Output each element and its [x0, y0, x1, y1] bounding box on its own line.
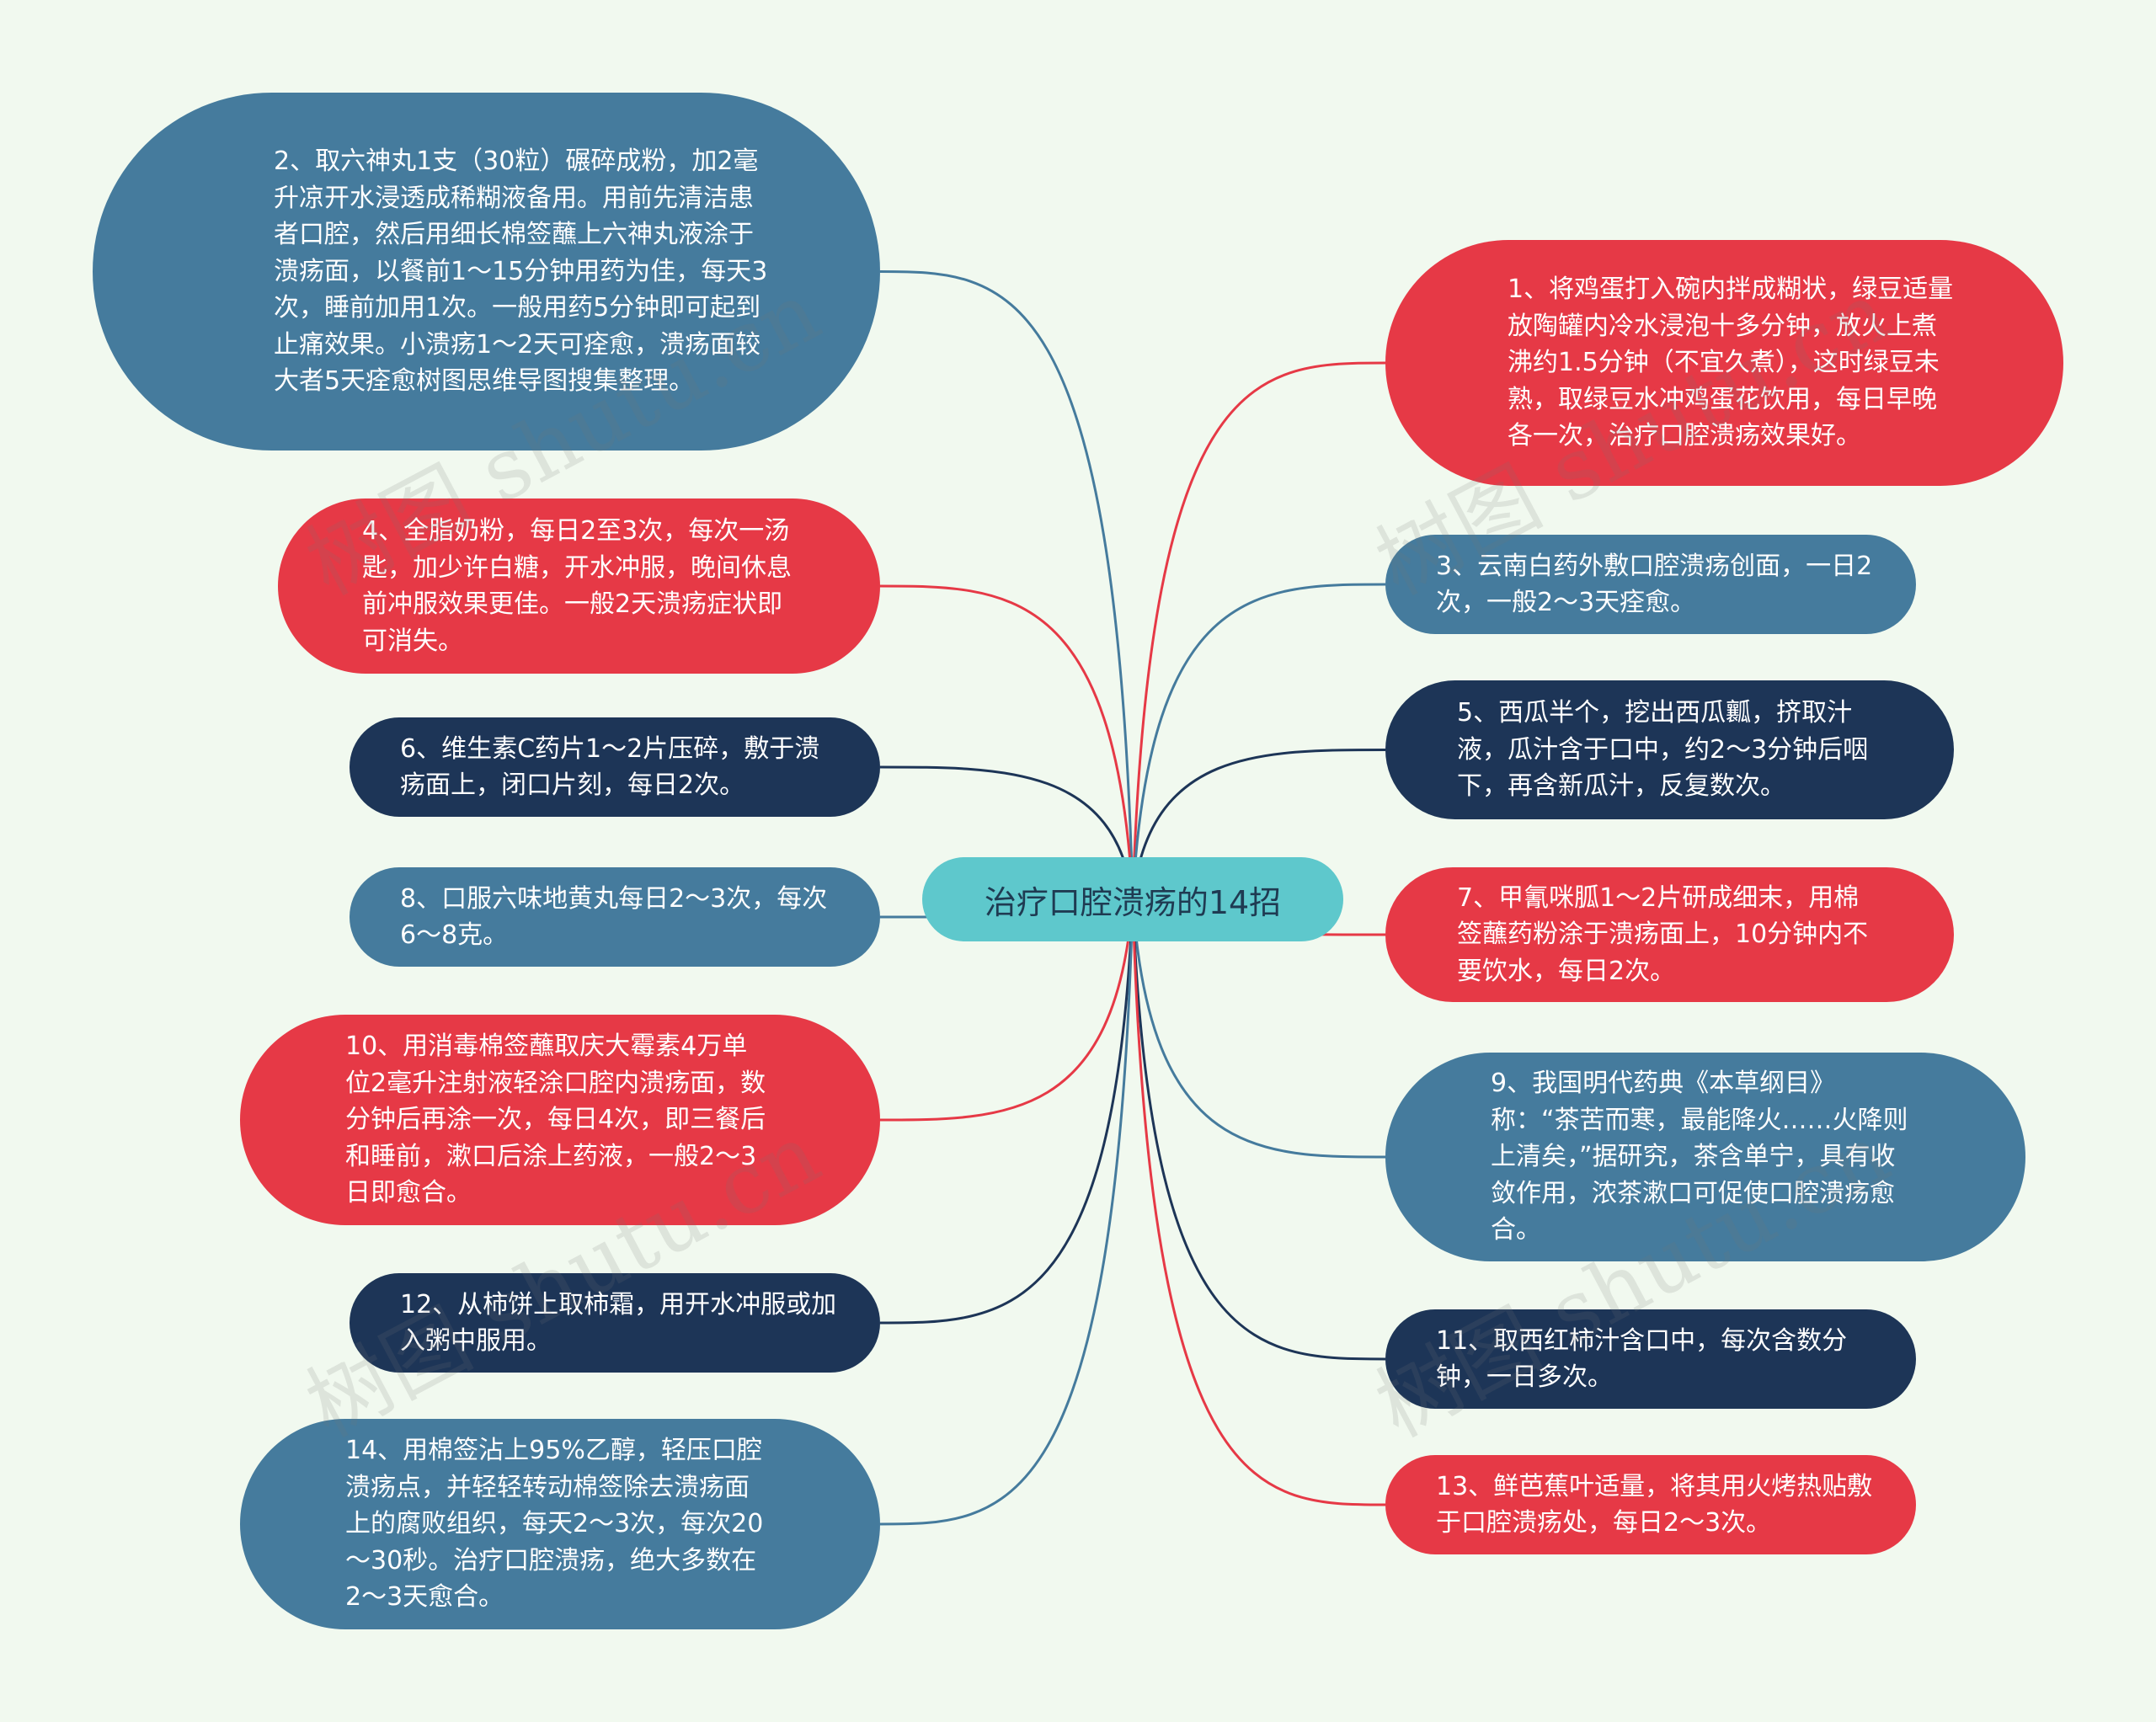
branch-link-14 [879, 898, 1134, 1526]
central-topic-label: 治疗口腔溃疡的14招 [984, 883, 1282, 921]
topic-node-5[interactable]: 5、西瓜半个，挖出西瓜瓤，挤取汁液，瓜汁含于口中，约2～3分钟后咽下，再含新瓜汁… [1385, 680, 1954, 819]
branch-link-13 [1131, 898, 1386, 1506]
topic-node-9[interactable]: 9、我国明代药典《本草纲目》称：“茶苦而寒，最能降火……火降则上清矣，”据研究，… [1385, 1053, 2025, 1261]
topic-node-4[interactable]: 4、全脂奶粉，每日2至3次，每次一汤匙，加少许白糖，开水冲服，晚间休息前冲服效果… [278, 498, 880, 674]
topic-node-text: 6、维生素C药片1～2片压碎，敷于溃疡面上，闭口片刻，每日2次。 [400, 733, 820, 801]
branch-link-10 [879, 898, 1134, 1122]
branch-link-12 [879, 898, 1134, 1325]
topic-node-7[interactable]: 7、甲氰咪胍1～2片研成细末，用棉签蘸药粉涂于溃疡面上，10分钟内不要饮水，每日… [1385, 867, 1954, 1002]
topic-node-text: 2、取六神丸1支（30粒）碾碎成粉，加2毫升凉开水浸透成稀糊液备用。用前先清洁患… [274, 147, 768, 397]
topic-node-text: 13、鲜芭蕉叶适量，将其用火烤热贴敷于口腔溃疡处，每日2～3次。 [1436, 1471, 1873, 1538]
topic-node-10[interactable]: 10、用消毒棉签蘸取庆大霉素4万单位2毫升注射液轻涂口腔内溃疡面，数分钟后再涂一… [240, 1015, 880, 1225]
topic-node-text: 5、西瓜半个，挖出西瓜瓤，挤取汁液，瓜汁含于口中，约2～3分钟后咽下，再含新瓜汁… [1457, 698, 1869, 802]
branch-link-11 [1131, 898, 1386, 1361]
branch-link-5 [1131, 749, 1386, 900]
branch-link-4 [879, 584, 1134, 900]
topic-node-text: 9、我国明代药典《本草纲目》称：“茶苦而寒，最能降火……火降则上清矣，”据研究，… [1491, 1069, 1908, 1245]
topic-node-8[interactable]: 8、口服六味地黄丸每日2～3次，每次6～8克。 [350, 867, 880, 967]
branch-link-9 [1131, 898, 1386, 1159]
topic-node-text: 4、全脂奶粉，每日2至3次，每次一汤匙，加少许白糖，开水冲服，晚间休息前冲服效果… [362, 516, 792, 656]
topic-node-text: 3、云南白药外敷口腔溃疡创面，一日2次，一般2～3天痊愈。 [1436, 551, 1873, 618]
topic-node-3[interactable]: 3、云南白药外敷口腔溃疡创面，一日2次，一般2～3天痊愈。 [1385, 535, 1916, 634]
topic-node-1[interactable]: 1、将鸡蛋打入碗内拌成糊状，绿豆适量放陶罐内冷水浸泡十多分钟，放火上煮沸约1.5… [1385, 240, 2063, 486]
topic-node-6[interactable]: 6、维生素C药片1～2片压碎，敷于溃疡面上，闭口片刻，每日2次。 [350, 717, 880, 817]
topic-node-11[interactable]: 11、取西红柿汁含口中，每次含数分钟，一日多次。 [1385, 1309, 1916, 1409]
branch-link-6 [879, 765, 1134, 900]
topic-node-13[interactable]: 13、鲜芭蕉叶适量，将其用火烤热贴敷于口腔溃疡处，每日2～3次。 [1385, 1455, 1916, 1554]
branch-link-2 [879, 270, 1134, 900]
branch-link-3 [1131, 583, 1386, 900]
topic-node-12[interactable]: 12、从柿饼上取柿霜，用开水冲服或加入粥中服用。 [350, 1273, 880, 1373]
topic-node-text: 10、用消毒棉签蘸取庆大霉素4万单位2毫升注射液轻涂口腔内溃疡面，数分钟后再涂一… [345, 1032, 766, 1208]
topic-node-text: 14、用棉签沾上95%乙醇，轻压口腔溃疡点，并轻轻转动棉签除去溃疡面上的腐败组织… [345, 1436, 764, 1613]
topic-node-text: 11、取西红柿汁含口中，每次含数分钟，一日多次。 [1436, 1325, 1848, 1393]
topic-node-text: 7、甲氰咪胍1～2片研成细末，用棉签蘸药粉涂于溃疡面上，10分钟内不要饮水，每日… [1457, 882, 1869, 986]
topic-node-2[interactable]: 2、取六神丸1支（30粒）碾碎成粉，加2毫升凉开水浸透成稀糊液备用。用前先清洁患… [93, 93, 880, 450]
topic-node-text: 12、从柿饼上取柿霜，用开水冲服或加入粥中服用。 [400, 1289, 837, 1357]
topic-node-text: 8、口服六味地黄丸每日2～3次，每次6～8克。 [400, 883, 828, 951]
topic-node-14[interactable]: 14、用棉签沾上95%乙醇，轻压口腔溃疡点，并轻轻转动棉签除去溃疡面上的腐败组织… [240, 1419, 880, 1629]
topic-node-text: 1、将鸡蛋打入碗内拌成糊状，绿豆适量放陶罐内冷水浸泡十多分钟，放火上煮沸约1.5… [1508, 275, 1954, 451]
central-topic[interactable]: 治疗口腔溃疡的14招 [922, 857, 1343, 941]
branch-link-1 [1131, 361, 1386, 900]
